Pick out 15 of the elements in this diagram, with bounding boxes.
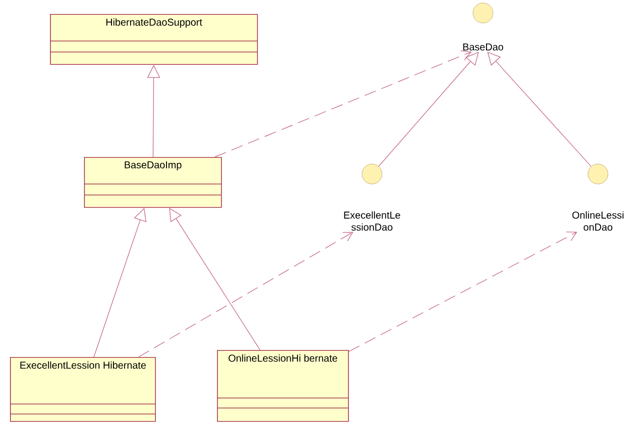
- node-label: OnlineLessi onDao: [572, 211, 624, 231]
- node-label: BaseDao: [463, 44, 504, 50]
- interface-lollipop: ExecellentLe ssionDao: [344, 164, 400, 231]
- class-box: ExecellentLession Hibernate: [10, 357, 156, 422]
- interface-lollipop: BaseDao: [463, 2, 504, 50]
- realization-arrow: [214, 50, 472, 158]
- class-box: BaseDaoImp: [84, 157, 222, 208]
- realization-arrow: [348, 232, 578, 352]
- interface-lollipop: OnlineLessi onDao: [572, 164, 624, 231]
- realization-arrow: [138, 232, 354, 358]
- class-box: HibernateDaoSupport: [50, 14, 258, 65]
- node-label: ExecellentLe ssionDao: [344, 211, 400, 231]
- generalization-arrow: [378, 52, 479, 167]
- class-box: OnlineLessionHi bernate: [216, 350, 349, 422]
- generalization-arrow: [487, 52, 592, 167]
